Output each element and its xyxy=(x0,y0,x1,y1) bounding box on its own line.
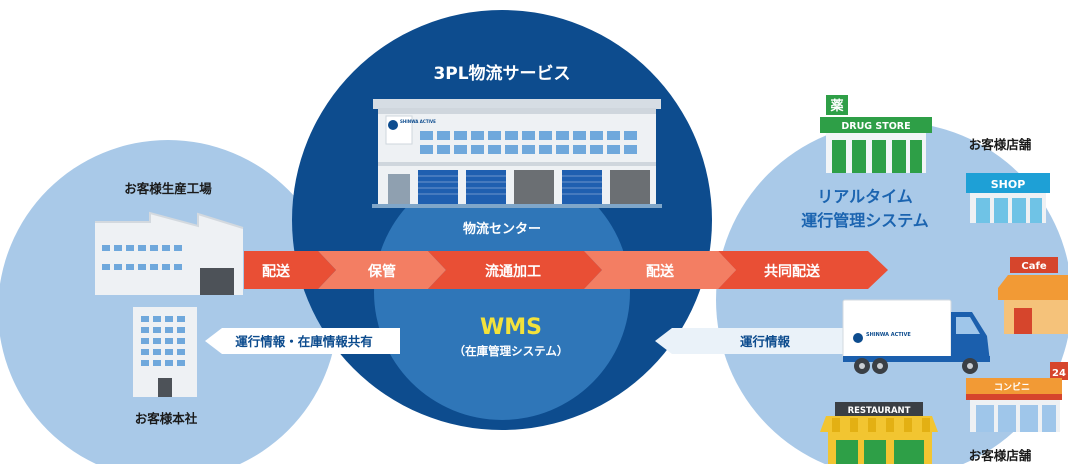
flow-step-processing: 流通加工 xyxy=(485,263,541,280)
stores-label-bottom: お客様店舗 xyxy=(969,448,1032,463)
restaurant-icon: RESTAURANT xyxy=(820,402,938,464)
convenience-store-icon: 24 コンビニ xyxy=(966,362,1068,432)
stores-label-top: お客様店舗 xyxy=(969,137,1032,152)
flow-step-joint-delivery: 共同配送 xyxy=(764,263,821,280)
shop-sign: SHOP xyxy=(991,178,1026,191)
center-label: 物流センター xyxy=(463,221,541,237)
flow-step-delivery-2: 配送 xyxy=(646,263,675,280)
cafe-icon: Cafe xyxy=(998,257,1068,334)
truck-logo-text: SHINWA ACTIVE xyxy=(866,332,911,338)
hq-label: お客様本社 xyxy=(135,411,198,426)
convenience-24: 24 xyxy=(1052,368,1066,379)
restaurant-sign: RESTAURANT xyxy=(848,406,911,416)
drugstore-kanji: 薬 xyxy=(829,98,844,114)
left-circle xyxy=(0,140,338,464)
drugstore-icon: 薬 DRUG STORE xyxy=(820,95,932,173)
info-arrow-right xyxy=(655,328,845,354)
realtime-system-line1: リアルタイム xyxy=(817,187,913,206)
flow-step-storage: 保管 xyxy=(367,263,396,280)
wms-subtitle: （在庫管理システム） xyxy=(454,344,569,358)
warehouse-icon: SHINWA ACTIVE xyxy=(372,99,662,208)
warehouse-logo-text: SHINWA ACTIVE xyxy=(400,119,436,124)
drugstore-sign: DRUG STORE xyxy=(841,121,910,132)
realtime-system-line2: 運行管理システム xyxy=(801,211,929,230)
wms-inner-circle xyxy=(374,164,630,420)
factory-label: お客様生産工場 xyxy=(124,181,212,196)
flow-step-delivery: 配送 xyxy=(262,263,291,280)
wms-title: WMS xyxy=(480,315,542,340)
delivery-truck-icon: SHINWA ACTIVE xyxy=(842,299,990,374)
info-arrow-left xyxy=(205,328,400,354)
factory-icon xyxy=(95,211,244,295)
shop-icon: SHOP xyxy=(966,173,1050,223)
info-arrow-right-label: 運行情報 xyxy=(740,334,791,349)
center-title: 3PL物流サービス xyxy=(433,63,570,84)
convenience-sign: コンビニ xyxy=(994,381,1030,393)
cafe-sign: Cafe xyxy=(1021,261,1046,272)
info-arrow-left-label: 運行情報・在庫情報共有 xyxy=(235,334,373,349)
flow-arrow-bar xyxy=(244,251,888,289)
headquarters-building-icon xyxy=(133,307,197,397)
